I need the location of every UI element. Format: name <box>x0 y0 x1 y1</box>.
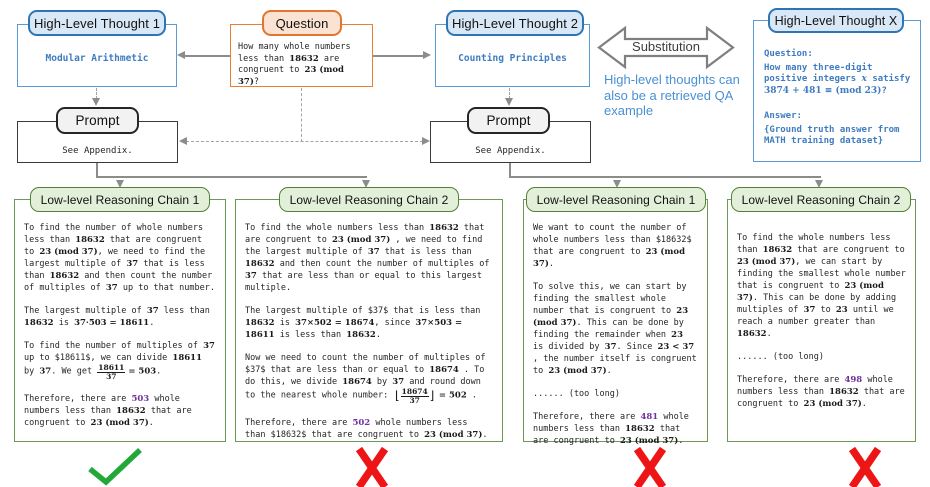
arrowhead-to-prompt1 <box>92 98 100 106</box>
connector-hlt2-to-prompt2 <box>509 88 510 99</box>
checkmark-icon <box>88 447 142 486</box>
hlt2-body: Counting Principles <box>458 53 567 64</box>
hltx-header: High-Level Thought X <box>768 8 904 33</box>
chain3-box: We want to count the number of whole num… <box>523 199 708 446</box>
connector-hlt1-to-prompt1 <box>96 88 97 99</box>
chain1-text: To find the number of whole numbers less… <box>24 223 215 428</box>
chain1-title: Low-level Reasoning Chain 1 <box>40 192 200 207</box>
connector-prompt1-down <box>96 163 98 177</box>
connector-prompt1-split <box>96 176 367 178</box>
cross-icon-3 <box>848 446 882 487</box>
cross-icon-1 <box>355 446 389 487</box>
connector-prompt2-down <box>509 163 511 177</box>
substitution-caption: High-level thoughts can also be a retrie… <box>604 72 740 118</box>
arrowhead-dashed-to-prompt1 <box>179 137 187 145</box>
chain2-title: Low-level Reasoning Chain 2 <box>289 192 449 207</box>
hltx-box: Question:How many three-digit positive i… <box>753 20 921 162</box>
question-title: Question <box>275 15 329 31</box>
chain4-text: To find the whole numbers less than 1863… <box>737 233 906 409</box>
prompt2-header: Prompt <box>467 107 550 134</box>
question-body: How many whole numbers less than 18632 a… <box>238 42 351 87</box>
chain4-title: Low-level Reasoning Chain 2 <box>741 192 901 207</box>
connector-question-to-hlt2 <box>373 55 423 57</box>
chain1-box: To find the number of whole numbers less… <box>14 199 226 442</box>
connector-question-down <box>301 88 302 142</box>
chain4-box: To find the whole numbers less than 1863… <box>727 199 916 442</box>
hltx-title: High-Level Thought X <box>774 13 898 28</box>
chain2-header: Low-level Reasoning Chain 2 <box>279 187 459 212</box>
prompt1-title: Prompt <box>75 113 120 128</box>
connector-question-to-prompts <box>186 141 423 142</box>
hlt1-body: Modular Arithmetic <box>45 53 149 64</box>
connector-prompt2-split <box>509 176 821 178</box>
cross-icon-2 <box>633 446 667 487</box>
hlt2-header: High-Level Thought 2 <box>446 10 584 36</box>
prompt1-header: Prompt <box>56 107 139 134</box>
chain2-text: To find the whole numbers less than 1863… <box>245 223 490 440</box>
chain3-title: Low-level Reasoning Chain 1 <box>536 192 696 207</box>
arrowhead-to-chain4 <box>815 180 823 188</box>
prompt1-body: See Appendix. <box>62 146 133 156</box>
arrowhead-to-hlt2 <box>423 51 431 59</box>
arrowhead-to-chain3 <box>613 180 621 188</box>
hlt2-title: High-Level Thought 2 <box>451 15 579 31</box>
arrowhead-to-hlt1 <box>177 51 185 59</box>
prompt2-title: Prompt <box>486 113 531 128</box>
prompt2-body: See Appendix. <box>475 146 546 156</box>
question-header: Question <box>262 10 342 36</box>
connector-question-to-hlt1 <box>184 55 230 57</box>
chain3-header: Low-level Reasoning Chain 1 <box>526 187 706 212</box>
hlt1-title: High-Level Thought 1 <box>33 15 161 31</box>
hlt1-header: High-Level Thought 1 <box>28 10 166 36</box>
arrowhead-to-prompt2 <box>505 98 513 106</box>
arrowhead-dashed-to-prompt2 <box>422 137 430 145</box>
arrowhead-to-chain1 <box>116 180 124 188</box>
hltx-body: Question:How many three-digit positive i… <box>764 49 911 146</box>
substitution-label: Substitution <box>632 39 700 54</box>
substitution-arrow-icon <box>597 25 735 70</box>
chain1-header: Low-level Reasoning Chain 1 <box>30 187 210 212</box>
chain4-header: Low-level Reasoning Chain 2 <box>731 187 911 212</box>
chain2-box: To find the whole numbers less than 1863… <box>235 199 503 442</box>
arrowhead-to-chain2 <box>362 180 370 188</box>
chain3-text: We want to count the number of whole num… <box>533 223 697 446</box>
